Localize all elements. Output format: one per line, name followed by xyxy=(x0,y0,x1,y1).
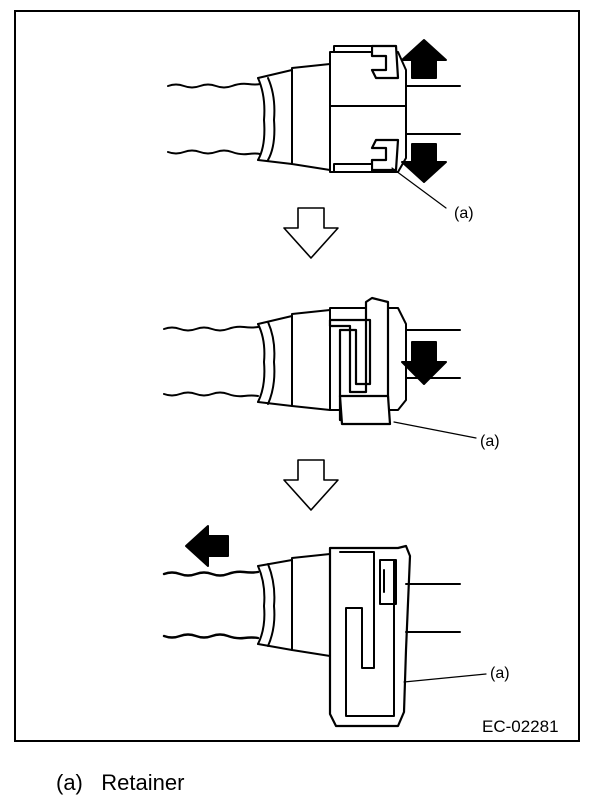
step1-connector xyxy=(167,44,461,209)
callout-label: (a) xyxy=(490,665,510,682)
arrow-left-icon xyxy=(185,525,229,567)
arrow-down-icon xyxy=(401,143,447,183)
arrow-down-icon xyxy=(401,341,447,385)
step3-connector xyxy=(162,544,487,728)
figure-code: EC-02281 xyxy=(482,717,559,736)
next-step-arrow-icon xyxy=(283,207,339,259)
callout-label: (a) xyxy=(454,205,474,222)
legend: (a) Retainer xyxy=(56,770,184,796)
arrow-up-icon xyxy=(401,39,447,79)
figure-frame xyxy=(14,10,580,742)
next-step-arrow-icon xyxy=(283,459,339,511)
legend-text: Retainer xyxy=(101,770,185,795)
hose-bottom-edge xyxy=(167,149,261,156)
hose-top-edge xyxy=(167,82,261,89)
legend-key: (a) xyxy=(56,770,83,795)
step2-connector xyxy=(163,296,477,439)
callout-label: (a) xyxy=(480,433,500,450)
